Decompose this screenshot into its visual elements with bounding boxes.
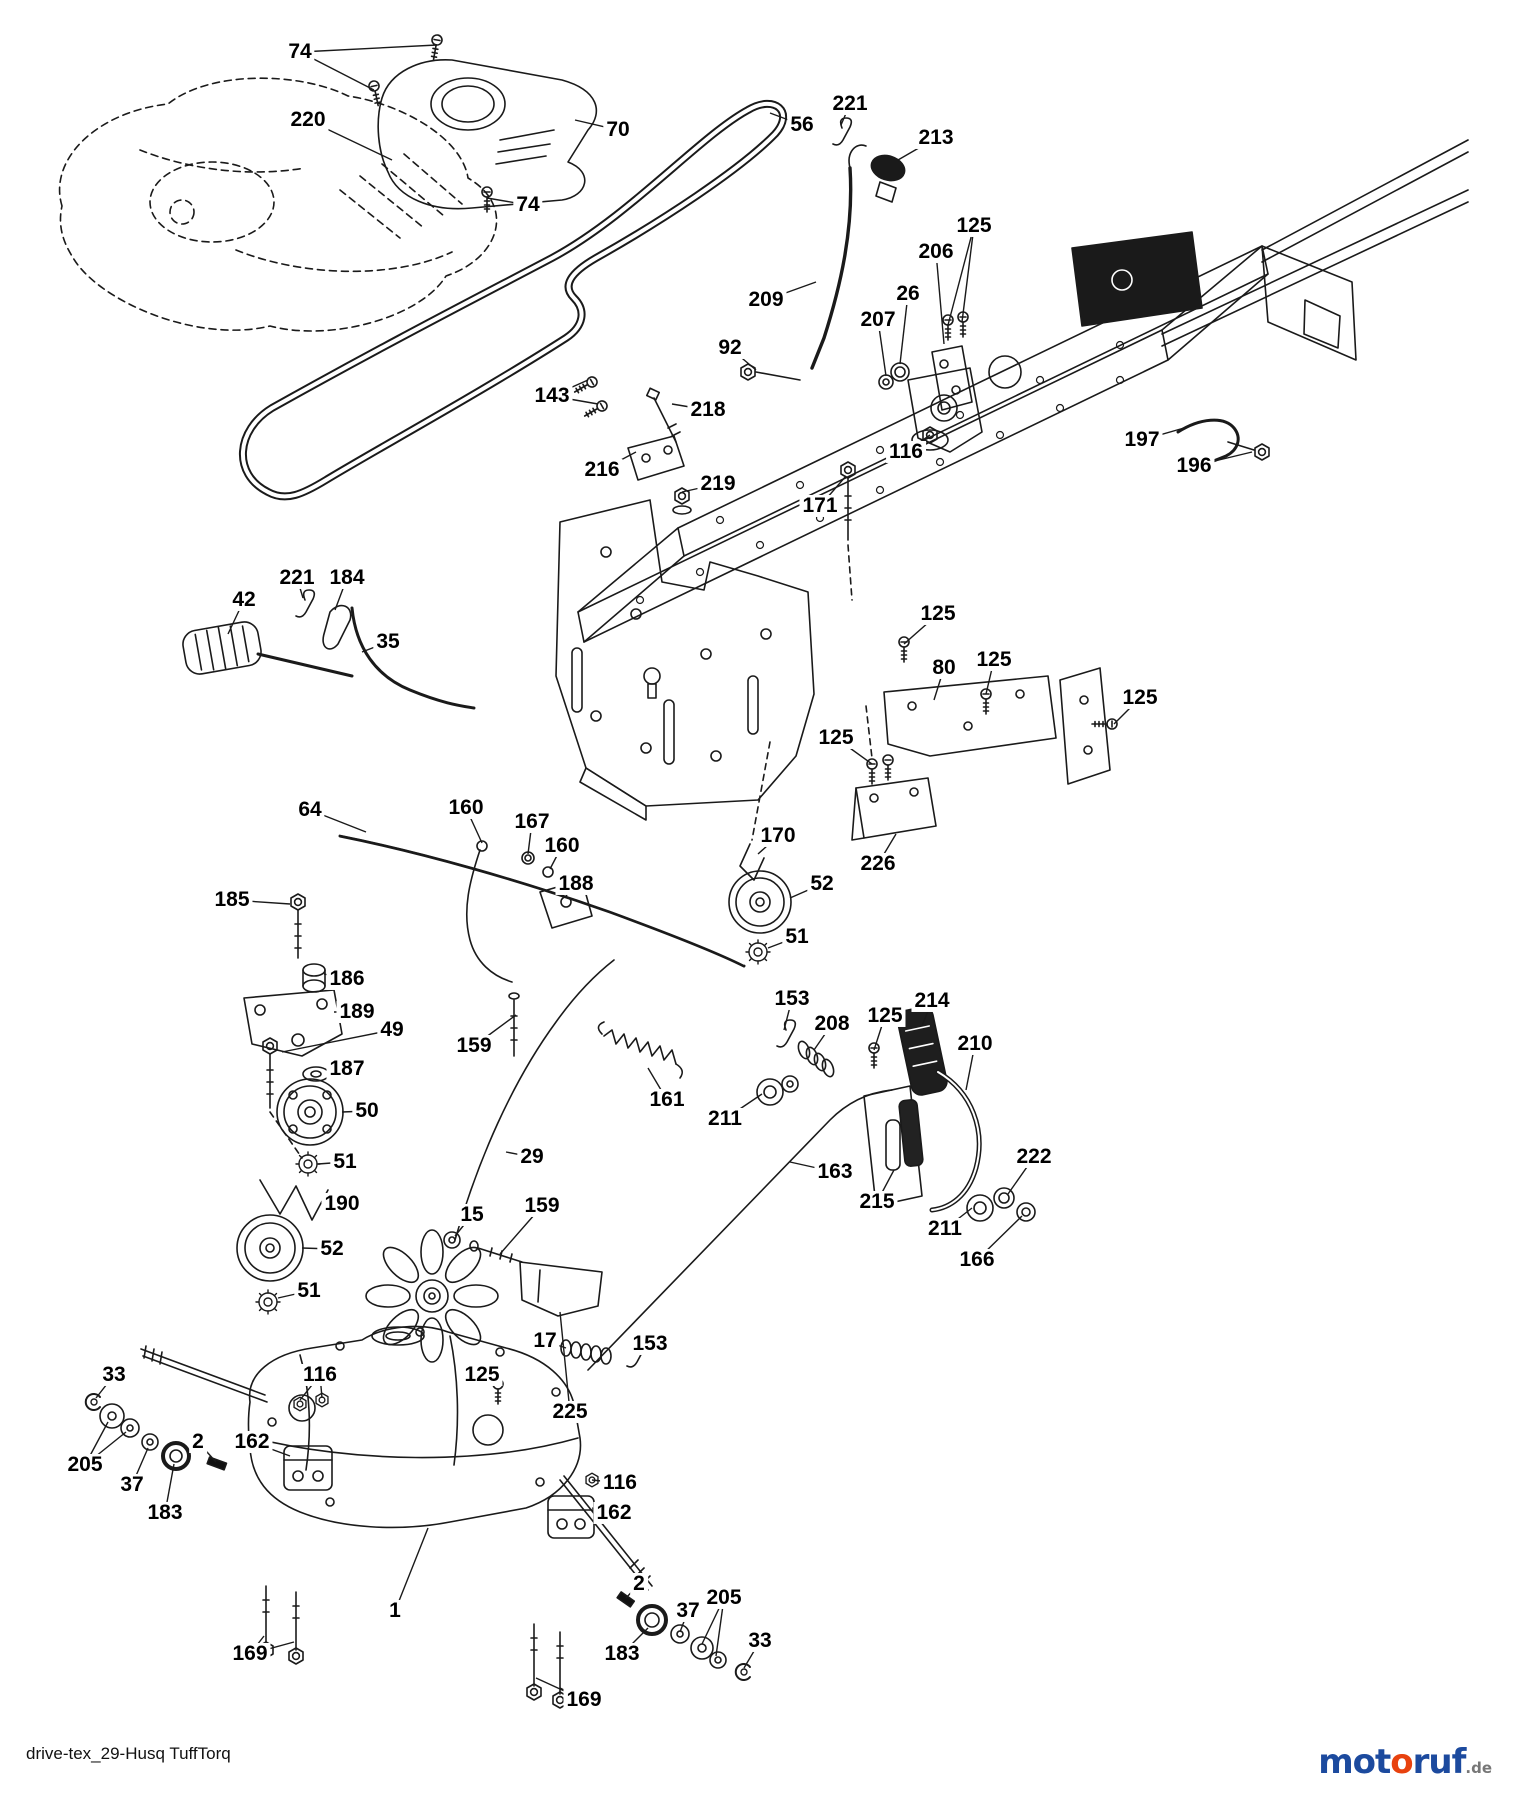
logo-text-part1: mot [1318, 1742, 1391, 1782]
mounting-plate [555, 499, 815, 841]
document-reference: drive-tex_29-Husq TuffTorq [26, 1744, 231, 1763]
shift-knob [870, 154, 906, 182]
mower-deck-outline [58, 77, 498, 332]
brake-pedal-assembly [756, 1006, 1036, 1222]
shift-lever-assembly [571, 117, 1270, 601]
motoruf-logo[interactable]: motoruf.de [1318, 1742, 1492, 1782]
clutch-idler-cluster [728, 843, 792, 965]
engine-pulley-cover [367, 33, 598, 213]
drive-belt [239, 99, 788, 501]
support-brackets [851, 636, 1118, 841]
logo-text-part2: ruf [1412, 1742, 1467, 1782]
logo-text-tld: .de [1465, 1759, 1492, 1777]
logo-text-accent: o [1390, 1742, 1413, 1782]
chassis-frame [577, 139, 1469, 643]
